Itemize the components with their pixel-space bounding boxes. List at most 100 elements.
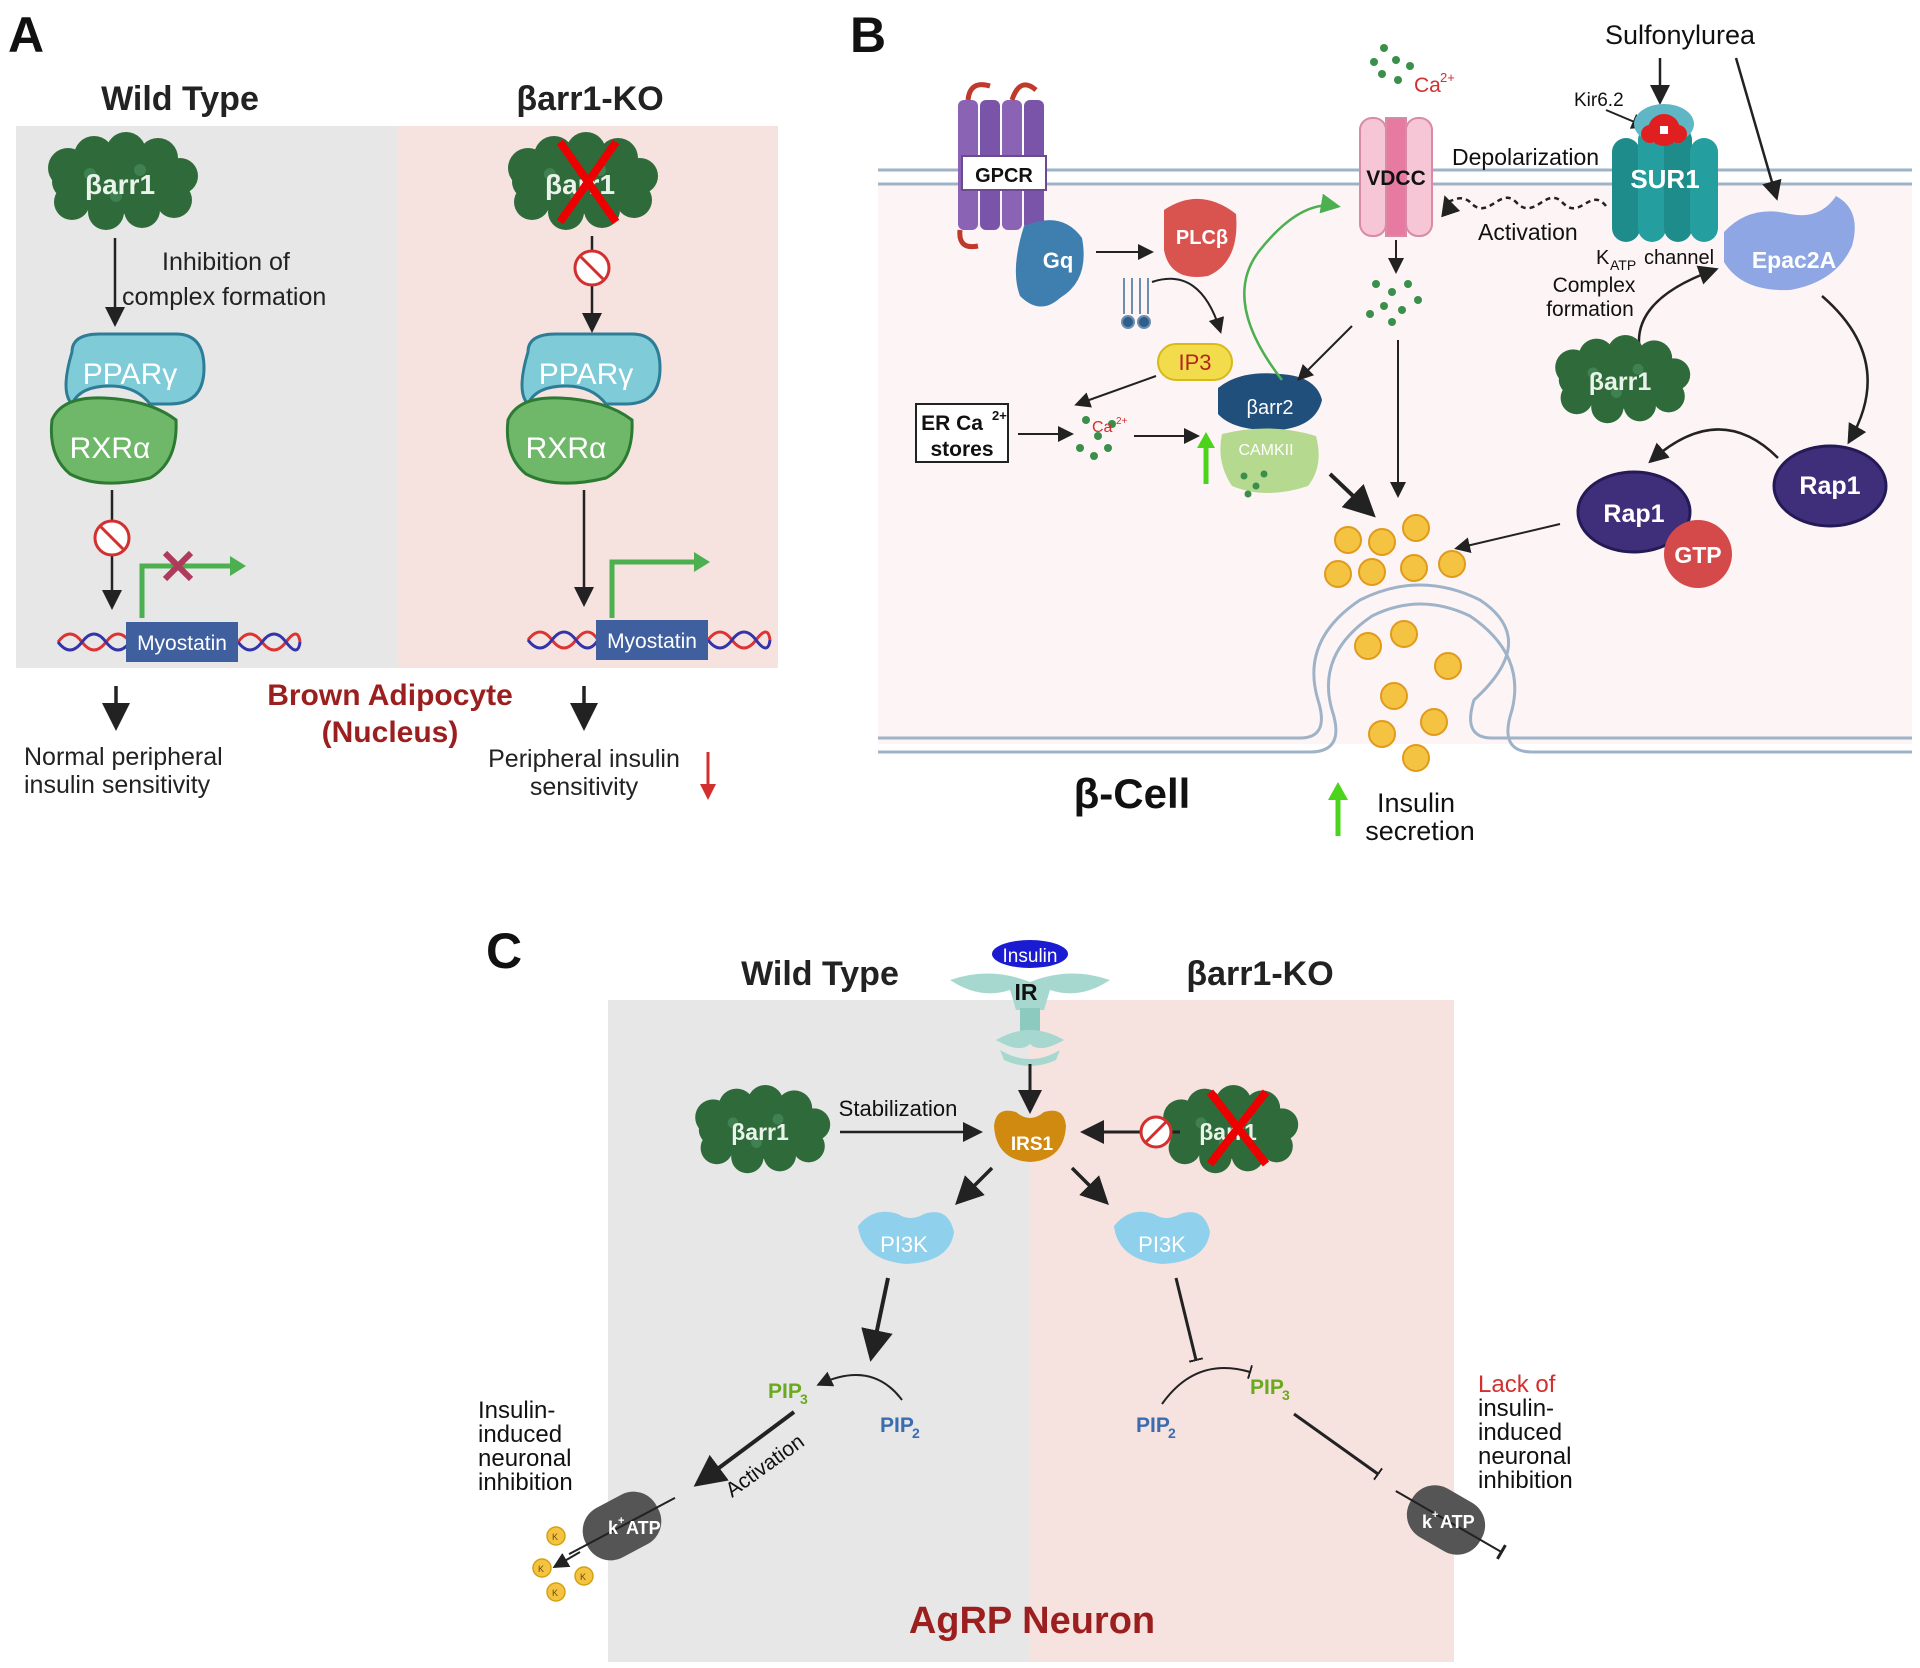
pi3k-ko-label: PI3K <box>1138 1232 1186 1257</box>
ko-effect-3: neuronal <box>1478 1443 1571 1470</box>
ppar-ko-label: PPARγ <box>539 358 633 391</box>
ko-effect-red: Lack of <box>1478 1371 1556 1398</box>
sulfonylurea-label: Sulfonylurea <box>1605 20 1756 50</box>
knockout-title: βarr1-KO <box>516 80 663 118</box>
pip2-ko-label: PIP <box>1136 1414 1170 1437</box>
myostatin-label: Myostatin <box>137 632 227 655</box>
transcription-arrow-icon <box>139 563 236 618</box>
panel-b-letter: B <box>850 7 886 63</box>
sur1-label: SUR1 <box>1630 164 1699 194</box>
stabilization-label: Stabilization <box>839 1096 958 1121</box>
extracellular-calcium-icon <box>1370 44 1414 84</box>
katp-ko-sup: + <box>1432 1509 1438 1521</box>
rap1-gtp-icon <box>1576 470 1692 554</box>
dna-icon <box>56 632 302 652</box>
panel-c: C Wild Type βarr1-KO Insulin IR IRS1 βar… <box>478 923 1573 1662</box>
pip2-ko-sub: 2 <box>1168 1425 1176 1441</box>
gtp-label: GTP <box>1674 542 1721 568</box>
panel-a: A Wild Type βarr1-KO βarr1 Inhibition of… <box>8 7 778 801</box>
k-ion-4: K <box>552 1588 558 1598</box>
cytosolic-calcium-icon <box>1366 280 1422 326</box>
ko-effect-4: inhibition <box>1478 1467 1573 1494</box>
inhibition-label-2: complex formation <box>122 283 326 311</box>
katp-icon <box>568 1491 676 1561</box>
pip3-label: PIP <box>768 1380 802 1403</box>
rxr-ko-label: RXRα <box>526 432 607 465</box>
wt-outcome-1: Normal peripheral <box>24 743 223 771</box>
ko-outcome-2: sensitivity <box>530 773 639 801</box>
gpcr-label: GPCR <box>975 165 1033 187</box>
cross-out-icon <box>556 139 620 225</box>
barr2-icon <box>1218 373 1322 431</box>
extracellular-ca-label: Ca <box>1414 74 1441 97</box>
agrp-neuron-label: AgRP Neuron <box>909 1600 1155 1642</box>
ko-effect-1: insulin- <box>1478 1395 1554 1422</box>
kir-label: Kir6.2 <box>1574 90 1624 111</box>
activation-wave-icon <box>1441 195 1607 218</box>
katp-rest: ATP <box>626 1518 661 1538</box>
er-label-sup: 2+ <box>992 408 1007 423</box>
gq-label: Gq <box>1043 248 1074 273</box>
pi3k-label: PI3K <box>880 1232 928 1257</box>
depolarization-label: Depolarization <box>1452 144 1599 170</box>
wt-effect-2: induced <box>478 1421 562 1448</box>
k-ion-2: K <box>538 1564 544 1574</box>
calcium-ions-icon <box>1076 416 1116 460</box>
k-ion-1: K <box>552 1532 558 1542</box>
dna-icon <box>526 630 772 650</box>
insulin-icon <box>992 940 1068 968</box>
er-stores-box <box>915 403 1009 463</box>
complex-label-2: formation <box>1546 298 1634 321</box>
panel-c-letter: C <box>486 923 522 979</box>
katp-sup: + <box>618 1515 624 1527</box>
panel-a-letter: A <box>8 7 44 63</box>
ko-outcome-1: Peripheral insulin <box>488 745 680 773</box>
rap1-icon <box>1772 444 1888 528</box>
barr1-b-label: βarr1 <box>1589 368 1652 396</box>
gpcr-icon <box>957 82 1047 250</box>
ppar-label: PPARγ <box>83 358 177 391</box>
ko-effect-2: induced <box>1478 1419 1562 1446</box>
vesicle-icon <box>1324 514 1466 772</box>
pip3-ko-sub: 3 <box>1282 1387 1290 1403</box>
k-ion-3: K <box>580 1572 586 1582</box>
rap1-label: Rap1 <box>1799 472 1860 500</box>
activation-label: Activation <box>1478 219 1578 245</box>
wt-outcome-2: insulin sensitivity <box>24 771 211 799</box>
wt-effect-3: neuronal <box>478 1445 571 1472</box>
barr2-label: βarr2 <box>1246 397 1293 419</box>
er-ca-sup: 2+ <box>1116 416 1128 427</box>
potassium-ion-icon <box>532 1526 594 1602</box>
pip3-ko-label: PIP <box>1250 1376 1284 1399</box>
c-barr1-label: βarr1 <box>731 1119 789 1145</box>
pip3-sub: 3 <box>800 1391 808 1407</box>
pip2-label: PIP <box>880 1414 914 1437</box>
cell-label-1: Brown Adipocyte <box>267 679 513 712</box>
complex-label-1: Complex <box>1553 274 1636 297</box>
epac2a-icon <box>1724 196 1855 291</box>
insulin-secretion-2: secretion <box>1365 816 1475 846</box>
wild-type-title: Wild Type <box>101 80 259 118</box>
er-label-2: stores <box>930 438 993 461</box>
rxr-alpha-icon <box>505 396 634 485</box>
katp-ko-rest: ATP <box>1440 1512 1475 1532</box>
pip2-lipid-icon <box>1121 278 1151 329</box>
cross-out-icon <box>162 550 194 582</box>
extracellular-ca-sup: 2+ <box>1440 70 1455 85</box>
vdcc-label: VDCC <box>1366 167 1426 190</box>
katp-k: k <box>608 1518 619 1538</box>
plc-beta-icon <box>1164 198 1237 277</box>
ir-label: IR <box>1015 979 1038 1005</box>
wild-type-region <box>608 1000 1030 1662</box>
ip3-label: IP3 <box>1178 350 1211 375</box>
katp-ko-k: k <box>1422 1512 1433 1532</box>
myostatin-ko-label: Myostatin <box>607 630 697 653</box>
rxr-label: RXRα <box>70 432 151 465</box>
katp-icon <box>1395 1485 1507 1560</box>
ip3-badge <box>1157 343 1233 381</box>
wt-effect-1: Insulin- <box>478 1397 555 1424</box>
irs1-label: IRS1 <box>1011 1134 1054 1155</box>
gtp-icon <box>1664 520 1732 588</box>
pip2-sub: 2 <box>912 1425 920 1441</box>
